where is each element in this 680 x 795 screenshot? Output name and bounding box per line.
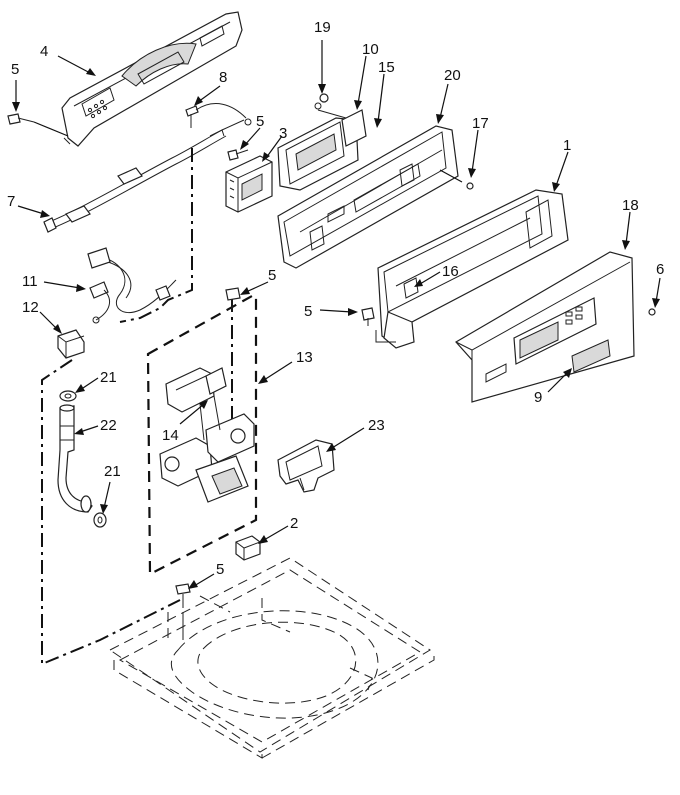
callout-19: 19 (314, 19, 331, 36)
part-23-bracket (277, 439, 335, 493)
part-12-switch (57, 329, 85, 359)
part-11-wiring (87, 247, 177, 324)
callout-21-top: 21 (100, 369, 117, 386)
callout-13: 13 (296, 349, 313, 366)
part-22-hose (57, 404, 93, 513)
callout-6: 6 (656, 261, 664, 278)
callout-8: 8 (219, 69, 227, 86)
callout-21-bottom: 21 (104, 463, 121, 480)
callout-5-frame: 5 (304, 303, 312, 320)
reference-line-left (41, 148, 193, 666)
part-10-board (277, 102, 367, 191)
cabinet-top (109, 557, 435, 759)
part-14-valve (159, 367, 255, 503)
callout-1: 1 (563, 137, 571, 154)
part-17-screw (439, 169, 474, 190)
callout-5-bottom: 5 (216, 561, 224, 578)
callout-9: 9 (534, 389, 542, 406)
part-20-console-housing (277, 125, 459, 269)
part-19-washer (319, 93, 329, 103)
callout-3: 3 (279, 125, 287, 142)
callout-5-top-left: 5 (11, 61, 19, 78)
part-13-group-outline (146, 294, 258, 576)
callout-10: 10 (362, 41, 379, 58)
part-21-grommet-top (59, 390, 77, 402)
part-21-grommet-bottom (93, 512, 107, 528)
part-9-insert (571, 339, 611, 373)
callout-17: 17 (472, 115, 489, 132)
part-3-module (225, 155, 273, 213)
callout-22: 22 (100, 417, 117, 434)
part-1-console-frame (375, 189, 569, 349)
part-5-screw-valve (225, 287, 241, 312)
part-4-rear-panel (61, 11, 243, 147)
part-6-screw (648, 308, 656, 316)
callout-5-module: 5 (256, 113, 264, 130)
callout-15: 15 (378, 59, 395, 76)
callout-23: 23 (368, 417, 385, 434)
callout-12: 12 (22, 299, 39, 316)
callout-18: 18 (622, 197, 639, 214)
callout-5-valve: 5 (268, 267, 276, 284)
callout-14: 14 (162, 427, 179, 444)
part-7-harness (43, 119, 245, 233)
leader-lines (12, 40, 661, 589)
callout-labels: 4 5 8 5 3 19 10 15 20 17 7 1 18 6 5 16 5… (7, 19, 664, 578)
callout-16: 16 (442, 263, 459, 280)
part-2-switch (235, 535, 261, 561)
part-5-screw-left (7, 113, 69, 137)
callout-20: 20 (444, 67, 461, 84)
callout-2: 2 (290, 515, 298, 532)
part-5-screw-frame (361, 307, 375, 326)
callout-4: 4 (40, 43, 48, 60)
part-5-screw-bottom (175, 583, 191, 640)
callout-11: 11 (22, 273, 38, 290)
callout-7: 7 (7, 193, 15, 210)
part-5-screw-module (227, 149, 249, 161)
part-8-clip (185, 103, 252, 128)
